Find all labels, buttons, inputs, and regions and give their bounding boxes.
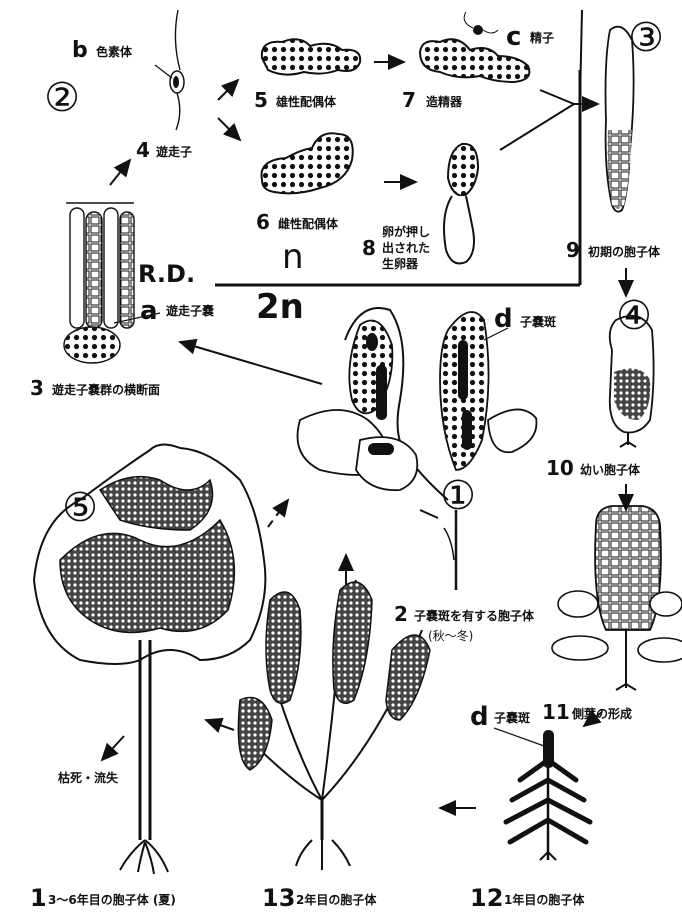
zoospore-illustration — [155, 10, 184, 130]
label-zoospore: 遊走子 — [156, 146, 192, 158]
num-13: 13 — [262, 886, 295, 910]
male-gametophyte-illustration — [262, 39, 360, 74]
label-early-sporophyte: 初期の胞子体 — [588, 246, 660, 258]
num-8: 8 — [362, 238, 376, 258]
num-5: 5 — [254, 90, 268, 110]
num-4: 4 — [136, 140, 150, 160]
label-zoosporangia-section: 遊走子嚢群の横断面 — [52, 384, 160, 396]
lateral-leaf-illustration — [552, 506, 682, 690]
label-d-sorus-top: 子嚢斑 — [520, 316, 556, 328]
sporophyte-with-sorus-illustration — [298, 308, 537, 590]
num-2: 2 — [394, 604, 408, 624]
label-sporophyte-1: 1年目の胞子体 — [504, 894, 584, 906]
letter-d-top: d — [494, 306, 513, 332]
circle-mark-1: ① — [436, 474, 480, 518]
num-3: 3 — [30, 378, 44, 398]
label-egg-released: 卵が押し出された生卵器 — [382, 224, 438, 272]
reduction-division-label: R.D. — [138, 262, 195, 286]
circle-mark-4: ④ — [612, 294, 656, 338]
diploid-label: 2n — [256, 290, 304, 324]
letter-c: c — [506, 24, 521, 50]
label-sporophyte-3-6: 3〜6年目の胞子体 (夏) — [48, 894, 176, 906]
label-a-zoosporangium: 遊走子嚢 — [166, 305, 214, 317]
num-7: 7 — [402, 90, 416, 110]
label-young-sporophyte: 幼い胞子体 — [580, 464, 640, 476]
letter-d-bottom: d — [470, 704, 489, 730]
num-6: 6 — [256, 212, 270, 232]
num-9: 9 — [566, 240, 580, 260]
haploid-label: n — [282, 240, 304, 274]
sporophyte-1-illustration — [506, 730, 590, 860]
circle-mark-3: ③ — [624, 16, 668, 60]
label-antheridium: 造精器 — [426, 96, 462, 108]
label-male-gametophyte: 雄性配偶体 — [276, 96, 336, 108]
letter-b: b — [72, 40, 88, 62]
label-sporophyte-2: 2年目の胞子体 — [296, 894, 376, 906]
circle-mark-2: ② — [40, 76, 84, 120]
num-10: 10 — [546, 458, 574, 478]
label-b-chromatophore: 色素体 — [96, 46, 132, 58]
label-death-outflow: 枯死・流失 — [58, 772, 118, 784]
label-lateral-leaf-formation: 側葉の形成 — [572, 708, 632, 720]
oogonium-illustration — [444, 144, 478, 264]
label-sporophyte-with-sorus: 子嚢斑を有する胞子体 — [414, 610, 534, 622]
circle-mark-5: ⑤ — [58, 486, 102, 530]
female-gametophyte-illustration — [262, 133, 353, 193]
label-female-gametophyte: 雌性配偶体 — [278, 218, 338, 230]
num-1: 1 — [30, 886, 47, 910]
num-11: 11 — [542, 702, 570, 722]
label-c-sperm: 精子 — [530, 32, 554, 44]
num-12: 12 — [470, 886, 503, 910]
label-sporophyte-season: (秋〜冬) — [428, 630, 473, 642]
letter-a: a — [140, 298, 158, 324]
label-d-sorus-bottom: 子嚢斑 — [494, 712, 530, 724]
zoosporangia-section-illustration — [64, 203, 134, 363]
